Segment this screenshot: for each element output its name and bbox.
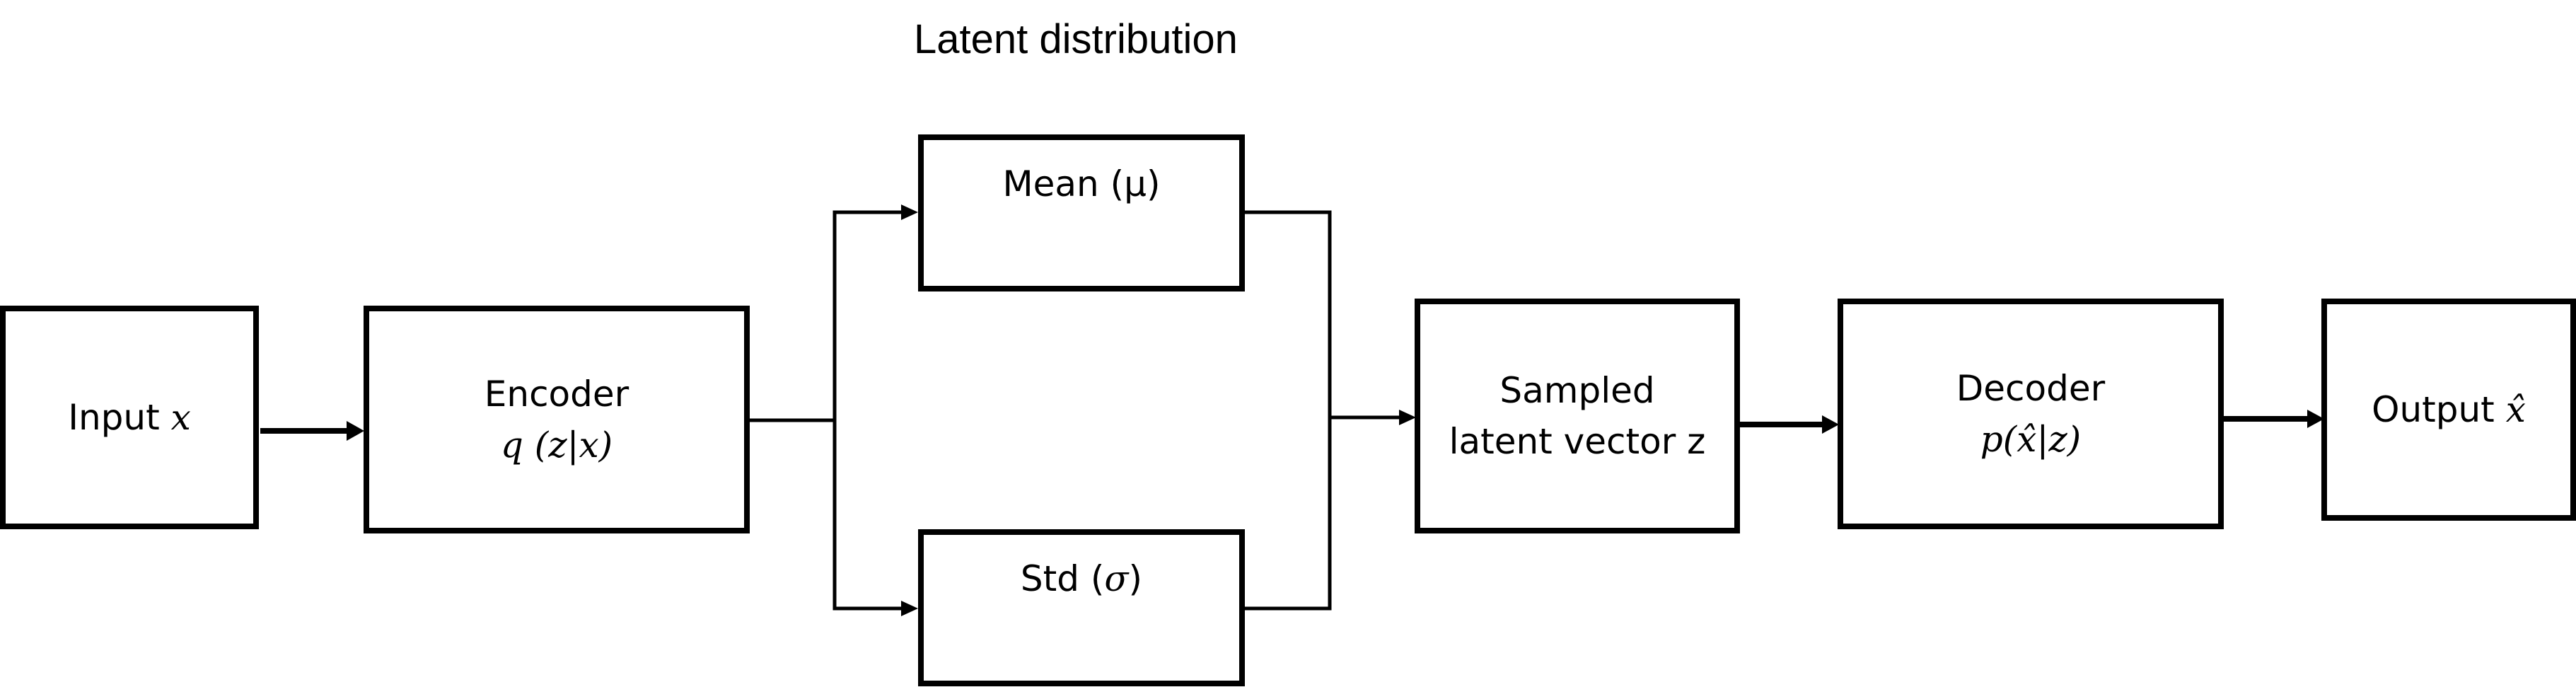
diagram-title: Latent distribution [914, 16, 1238, 62]
edge-std-merge [1243, 416, 1332, 611]
input-node-symbol: x [170, 396, 191, 438]
output-node: Output x̂ [2321, 299, 2576, 521]
decoder-node-label: Decoder [1956, 367, 2106, 409]
edge-split-mean [832, 210, 903, 420]
output-node-label-row: Output x̂ [2372, 384, 2526, 436]
sampled-latent-node: Sampled latent vector z [1415, 299, 1740, 533]
decoder-node-formula: p(x̂|z) [1980, 419, 2082, 460]
mean-node-label: Mean (μ) [1002, 163, 1161, 204]
input-node-label: Input [68, 396, 160, 438]
arrowhead-split-mean [901, 204, 918, 220]
input-node-label-row: Input x [68, 392, 191, 444]
input-node: Input x [0, 306, 259, 529]
mean-node: Mean (μ) [918, 134, 1245, 291]
std-node: Std (σ) [918, 529, 1245, 686]
output-node-symbol: x̂ [2505, 388, 2526, 430]
edge-split-std [832, 420, 903, 611]
sampled-latent-line2: latent vector z [1449, 421, 1706, 462]
output-node-label: Output [2372, 388, 2495, 430]
sampled-latent-line1: Sampled [1499, 369, 1655, 411]
encoder-node-label: Encoder [484, 373, 630, 415]
edge-mean-merge [1243, 210, 1332, 417]
decoder-node: Decoder p(x̂|z) [1838, 299, 2224, 529]
encoder-node-formula: q (z|x) [500, 425, 613, 466]
std-node-symbol: σ [1104, 558, 1129, 599]
arrowhead-split-std [901, 601, 918, 616]
arrowhead-sampled-decoder [1822, 415, 1839, 434]
std-node-label-row: Std (σ) [1021, 553, 1142, 605]
arrowhead-decoder-output [2307, 410, 2324, 428]
arrowhead-merge-sampled [1399, 410, 1416, 425]
encoder-node: Encoder q (z|x) [364, 306, 750, 533]
std-node-label: Std ( [1020, 558, 1105, 599]
std-node-suffix: ) [1128, 558, 1143, 599]
arrowhead-input-encoder [347, 421, 364, 441]
